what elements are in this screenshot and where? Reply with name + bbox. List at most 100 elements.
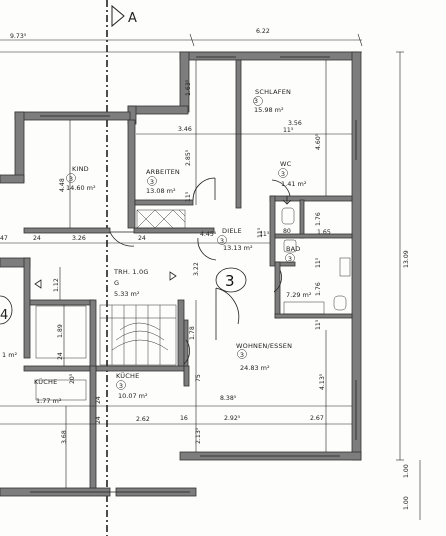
room-wohnen-essen: WOHNEN/ESSEN 3 24.83 m² [236,342,292,372]
dim-label: 11⁵ [315,257,322,268]
room-name: TRH. 1.0G [113,268,149,276]
room-area: 1.77 m² [36,397,62,405]
room-kueche: KÜCHE 3 10.07 m² [116,371,148,400]
room-area: 15.98 m² [254,106,284,114]
staircase [99,304,177,366]
room-area: 7.29 m² [286,291,312,299]
dim-label: 75 [195,374,202,382]
shaft-hatch [136,209,186,229]
dim-label: 24 [33,235,41,242]
dim-label: 24 [57,352,64,360]
room-diele: DIELE 3 13.13 m² [220,227,253,252]
dim-label: 1.76 [315,282,322,296]
dim-label: 3.46 [178,126,192,133]
dim-label: 80 [283,228,291,235]
dim-label: 47 [0,235,8,242]
dim-label: 2.85⁵ [185,149,192,166]
dim-label: 24 [95,396,102,404]
dim-label: 11⁵ [315,319,322,330]
room-kind: KIND 3 14.60 m² [66,165,96,192]
dim-label: 4.48 [59,178,66,192]
room-area: 13.08 m² [146,187,176,195]
room-number: 3 [119,382,123,390]
exterior-walls [0,51,362,497]
room-area: 14.60 m² [66,184,96,192]
dim-label: 4.45⁵ [200,231,217,238]
room-kueche-left: KÜCHE 1.77 m² [34,377,62,405]
room-name: SCHLAFEN [255,88,291,96]
room-area: 5.33 m² [114,290,140,298]
dim-label: 3.56 [288,120,302,127]
dim-label: 11⁵ [185,191,192,202]
windows [30,56,357,493]
dim-label: 1.76 [315,212,322,226]
room-number: 3 [288,255,292,263]
doors [109,177,291,365]
room-area: 13.13 m² [223,244,253,252]
dim-label: 1.00 [403,464,410,478]
dim-label: 1.65 [317,229,331,236]
dim-label: 24 [138,235,146,242]
dim-label: 1.00 [403,496,410,510]
dim-label: 3.68 [61,430,68,444]
room-schlafen: SCHLAFEN 3 15.98 m² [254,88,291,114]
room-name: KÜCHE [34,377,57,386]
dim-label: 20⁵ [69,373,76,384]
room-name: DIELE [222,227,242,235]
room-number: 3 [254,97,258,105]
vertical-dimensions: 1.63⁵ 2.85⁵ 4.60⁵ 4.48 11⁵ 1.76 1.76 11⁵… [53,79,410,510]
left-partial-area: 1 m² [2,351,18,359]
room-number: G [114,279,119,287]
dim-label: 16 [180,415,188,422]
room-number: 3 [69,175,73,183]
room-number: 3 [281,170,285,178]
room-bad: BAD 3 7.29 m² [286,245,312,299]
dim-label: 1.78 [189,326,196,340]
room-area: 1.41 m² [281,180,307,188]
dim-label: 4.13⁵ [319,373,326,390]
dimension-lines [0,51,421,520]
axis-line [106,0,125,536]
room-name: WOHNEN/ESSEN [236,342,292,350]
dim-label: 9.73⁵ [10,33,27,40]
room-treppenhaus: TRH. 1.0G G 5.33 m² [113,268,149,298]
dim-label: 1.89 [57,324,64,338]
axis-label: A [128,11,137,26]
room-number: 3 [240,351,244,359]
dim-label: 2.67 [310,415,324,422]
dim-label: 3.22 [193,262,200,276]
room-area: 24.83 m² [240,364,270,372]
dim-label: 2.92⁵ [224,415,241,422]
dim-label: 11⁵ [259,231,270,238]
room-name: BAD [286,245,301,253]
room-arbeiten: ARBEITEN 3 13.08 m² [146,168,180,195]
top-dimension-line [0,33,363,53]
dim-label: 11⁵ [283,127,294,134]
horizontal-dimensions: 9.73⁵ 6.22 3.46 3.56 47 24 3.26 24 4.45⁵… [0,28,331,423]
unit-label: 3 [225,272,235,290]
room-name: KIND [72,165,89,173]
dim-label: 2.62 [136,416,150,423]
room-name: ARBEITEN [146,168,180,176]
dim-label: 4.60⁵ [315,133,322,150]
room-area: 10.07 m² [118,392,148,400]
dim-label: 24 [95,416,102,424]
dim-label: 3.26 [72,235,86,242]
dim-label: 1.63⁵ [185,79,192,96]
dim-label: 13.09 [403,250,410,268]
room-name: WC [280,160,292,168]
room-markers [0,96,295,390]
room-name: KÜCHE [116,371,139,380]
dim-label: 1.12 [53,278,60,292]
room-number: 3 [150,178,154,186]
dim-label: 2.13⁵ [195,427,202,444]
dim-label: 8.38⁵ [220,395,237,402]
axis-label-group: A [128,11,137,26]
dim-label: 6.22 [256,28,270,35]
sanitary-fixtures [35,207,351,401]
dim-label: 11⁵ [257,227,264,238]
unit-marker-left: 4 [0,308,8,323]
room-number: 3 [220,237,224,245]
